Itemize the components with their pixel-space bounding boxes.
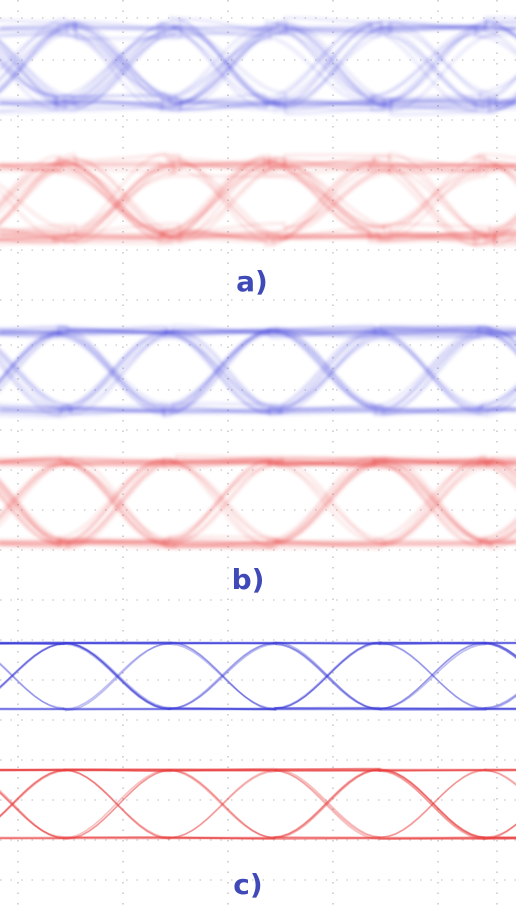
eye-trace <box>0 642 516 711</box>
eye-trace <box>0 326 516 417</box>
eye-trace <box>0 328 516 415</box>
eye-trace <box>0 768 516 839</box>
eye-trace <box>0 28 516 110</box>
eye-pattern-b-red <box>0 454 516 550</box>
eye-trace <box>0 161 516 238</box>
eye-trace <box>0 330 516 410</box>
eye-trace <box>0 20 516 111</box>
eye-trace <box>0 769 516 840</box>
eye-trace <box>0 459 516 546</box>
eye-pattern-a-blue <box>0 16 516 116</box>
eye-trace <box>0 20 516 106</box>
eye-pattern-b-blue <box>0 324 516 418</box>
eye-trace <box>0 100 516 116</box>
eye-trace <box>0 159 516 241</box>
eye-trace <box>0 17 516 107</box>
eye-trace <box>0 769 516 840</box>
eye-trace <box>0 768 516 840</box>
eye-trace <box>0 768 516 840</box>
eye-trace <box>0 768 516 840</box>
eye-trace <box>0 769 516 840</box>
eye-trace <box>0 31 516 113</box>
eye-trace <box>0 642 516 711</box>
eye-traces <box>0 16 516 841</box>
eye-trace <box>0 327 516 415</box>
eye-trace <box>0 328 516 415</box>
eye-trace <box>0 641 516 712</box>
eye-trace <box>0 641 516 711</box>
eye-trace <box>0 641 516 711</box>
eye-trace <box>0 162 516 235</box>
eye-trace <box>0 768 516 839</box>
eye-pattern-a-red <box>0 152 516 248</box>
eye-pattern-c-red <box>0 767 516 841</box>
panel-label-c: c) <box>233 868 263 901</box>
eye-trace <box>0 767 516 841</box>
eye-trace <box>0 768 516 840</box>
eye-trace <box>0 769 516 839</box>
eye-trace <box>0 768 516 839</box>
panel-label-a: a) <box>236 265 268 298</box>
eye-trace <box>0 641 516 711</box>
eye-trace <box>0 642 516 711</box>
eye-trace <box>0 642 516 711</box>
eye-trace <box>0 326 516 416</box>
eye-pattern-c-blue <box>0 641 516 712</box>
eye-trace <box>0 767 516 840</box>
eye-trace <box>0 331 516 409</box>
eye-trace <box>0 158 516 246</box>
eye-trace <box>0 769 516 840</box>
eye-trace <box>0 642 516 710</box>
panel-label-b: b) <box>231 563 265 596</box>
